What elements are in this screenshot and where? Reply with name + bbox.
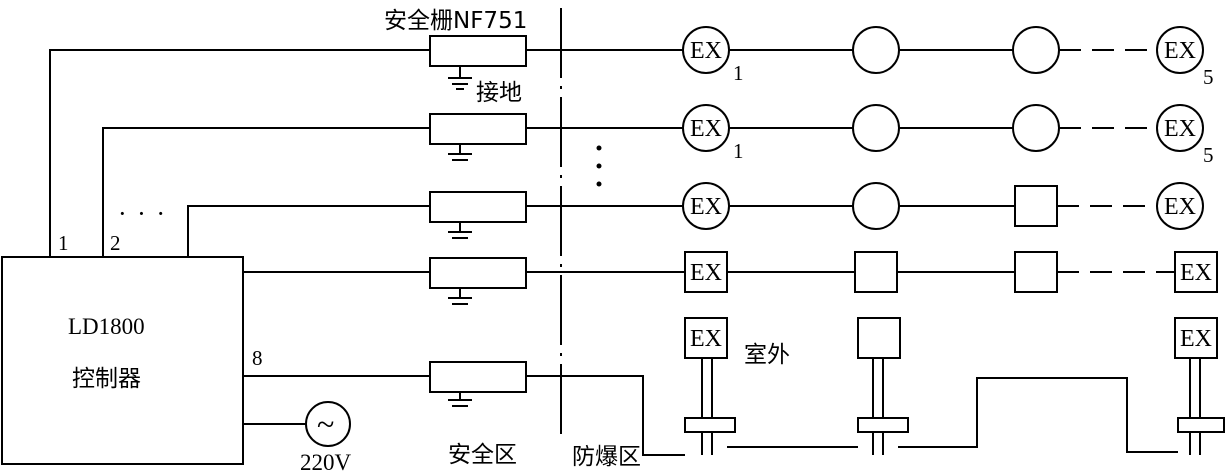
detector-round — [852, 182, 900, 230]
safety-barrier-2 — [429, 113, 527, 161]
channel-ellipsis: · · · — [118, 199, 167, 228]
ex-mark: EX — [690, 116, 722, 142]
ex-detector-square — [1174, 251, 1218, 293]
safety-barrier-8 — [429, 361, 527, 407]
detector-square — [854, 251, 898, 293]
ex-detector-round — [682, 26, 730, 74]
channel-8-number: 8 — [252, 346, 263, 370]
ex-detector-round — [1156, 26, 1204, 74]
hazard-zone-label: 防爆区 — [572, 444, 641, 470]
ground-label: 接地 — [476, 80, 522, 106]
detector-round — [1012, 104, 1060, 152]
ex-mark: EX — [690, 194, 722, 220]
ex-detector-round — [1156, 104, 1204, 152]
ex-mark: EX — [1164, 194, 1196, 220]
detector-subscript: 5 — [1203, 143, 1214, 167]
safety-barrier-3 — [429, 191, 527, 239]
vertical-ellipsis — [596, 145, 602, 187]
barrier-title-label: 安全栅NF751 — [384, 8, 527, 34]
detector-subscript: 5 — [1203, 65, 1214, 89]
ex-mark: EX — [1164, 38, 1196, 64]
detector-subscript: 1 — [733, 139, 744, 163]
ex-detector-square — [684, 251, 728, 293]
outdoor-detector-2 — [857, 317, 909, 455]
channel-1-number: 1 — [58, 231, 69, 255]
channel-2-wire — [102, 127, 430, 257]
ex-detector-round — [682, 182, 730, 230]
ac-source-glyph: ~ — [317, 406, 334, 442]
row-8-wire — [526, 375, 685, 456]
outdoor-label: 室外 — [744, 342, 790, 368]
row-8-return-wire — [898, 377, 1178, 453]
detector-round — [852, 104, 900, 152]
channel-3-wire — [187, 205, 430, 257]
controller-name-label: 控制器 — [72, 366, 141, 392]
ex-mark: EX — [1180, 260, 1212, 286]
ex-mark: EX — [1180, 326, 1212, 352]
ex-mark: EX — [1164, 116, 1196, 142]
voltage-label: 220V — [300, 450, 352, 474]
ex-detector-round — [1156, 182, 1204, 230]
safety-barrier-4 — [429, 257, 527, 305]
ex-mark: EX — [690, 326, 722, 352]
controller-box — [1, 256, 244, 465]
ex-detector-round — [682, 104, 730, 152]
detector-round — [1012, 26, 1060, 74]
channel-1-wire — [49, 49, 430, 257]
ex-mark: EX — [690, 38, 722, 64]
detector-subscript: 1 — [733, 61, 744, 85]
detector-square — [1014, 185, 1058, 227]
detector-square — [1014, 251, 1058, 293]
ex-mark: EX — [690, 260, 722, 286]
channel-2-number: 2 — [110, 231, 121, 255]
controller-model-label: LD1800 — [68, 314, 145, 339]
ac-source-symbol — [305, 401, 351, 447]
detector-round — [852, 26, 900, 74]
safe-zone-label: 安全区 — [448, 442, 517, 468]
outdoor-ex-detector-1 — [684, 317, 736, 455]
outdoor-ex-detector-3 — [1174, 317, 1225, 455]
